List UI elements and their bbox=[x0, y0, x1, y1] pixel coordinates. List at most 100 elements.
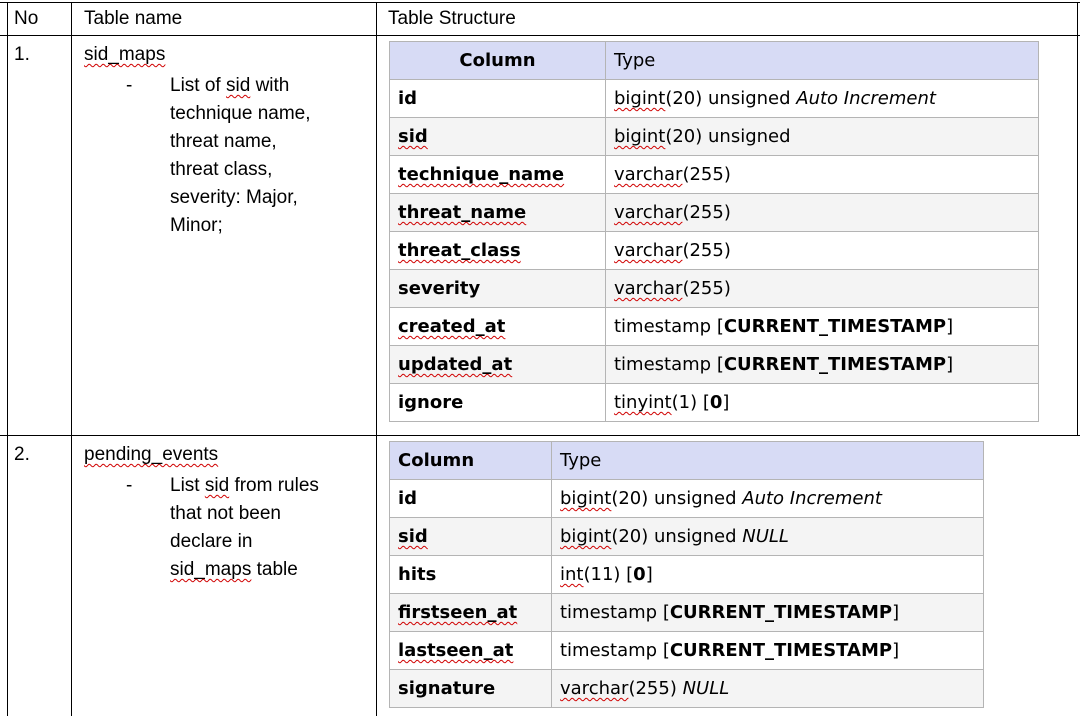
type-suffix: ] bbox=[892, 640, 900, 661]
column-type: tinyint(1) [0] bbox=[605, 383, 1039, 422]
type-suffix: ] bbox=[722, 392, 730, 413]
type-base: bigint bbox=[614, 126, 666, 147]
column-name-text: updated_at bbox=[398, 354, 513, 375]
column-type: varchar(255) bbox=[605, 155, 1039, 194]
column-name: technique_name bbox=[389, 155, 606, 194]
column-type: varchar(255) bbox=[605, 193, 1039, 232]
type-base: timestamp [ bbox=[614, 316, 724, 337]
column-type: timestamp [CURRENT_TIMESTAMP] bbox=[605, 307, 1039, 346]
type-base: timestamp [ bbox=[560, 640, 670, 661]
type-base: tinyint bbox=[614, 392, 672, 413]
table-border-row1-bottom bbox=[0, 435, 1080, 436]
column-name-text: created_at bbox=[398, 316, 506, 337]
row-2-table-name: pending_events bbox=[84, 444, 219, 465]
column-name: firstseen_at bbox=[389, 593, 552, 632]
description-line: threat name, bbox=[170, 131, 277, 152]
schema-row: threat_class varchar(255) bbox=[389, 231, 1039, 270]
type-extra: CURRENT_TIMESTAMP bbox=[723, 316, 947, 337]
type-extra: Auto Increment bbox=[796, 88, 936, 109]
column-name-text: technique_name bbox=[398, 164, 565, 185]
type-base: timestamp [ bbox=[560, 602, 670, 623]
column-type: bigint(20) unsigned bbox=[605, 117, 1039, 156]
column-name: lastseen_at bbox=[389, 631, 552, 670]
type-rest: (20) unsigned bbox=[611, 488, 737, 509]
column-type: varchar(255) bbox=[605, 231, 1039, 270]
column-type: timestamp [CURRENT_TIMESTAMP] bbox=[605, 345, 1039, 384]
spellcheck-word: sid bbox=[226, 75, 251, 96]
column-name-text: id bbox=[398, 88, 418, 109]
description-line: severity: Major, bbox=[170, 187, 298, 208]
type-base: bigint bbox=[560, 526, 612, 547]
column-name-text: threat_class bbox=[398, 240, 521, 261]
row-2-no: 2. bbox=[14, 444, 30, 465]
row-1-description: - List of sid with technique name, threat … bbox=[126, 72, 371, 272]
header-table-name: Table name bbox=[84, 8, 183, 29]
type-extra: Auto Increment bbox=[742, 488, 882, 509]
column-name: ignore bbox=[389, 383, 606, 422]
schema-row: ignore tinyint(1) [0] bbox=[389, 383, 1039, 422]
type-base: varchar bbox=[614, 240, 683, 261]
row-1-no: 1. bbox=[14, 44, 30, 65]
column-type: bigint(20) unsigned NULL bbox=[551, 517, 984, 556]
column-name: severity bbox=[389, 269, 606, 308]
type-rest: (20) unsigned bbox=[665, 88, 791, 109]
schema-row: hits int(11) [0] bbox=[389, 555, 984, 594]
type-rest: (20) unsigned bbox=[665, 126, 791, 147]
column-name: id bbox=[389, 79, 606, 118]
column-name: id bbox=[389, 479, 552, 518]
description-line: technique name, bbox=[170, 103, 311, 124]
description-line: List of sid with bbox=[170, 75, 290, 96]
spellcheck-word: sid bbox=[204, 475, 230, 496]
column-type: varchar(255) bbox=[605, 269, 1039, 308]
type-rest: (1) [ bbox=[671, 392, 710, 413]
column-name: updated_at bbox=[389, 345, 606, 384]
type-rest: (255) bbox=[682, 202, 731, 223]
column-name-text: severity bbox=[398, 278, 481, 299]
schema-row: id bigint(20) unsigned Auto Increment bbox=[389, 79, 1039, 118]
type-extra: CURRENT_TIMESTAMP bbox=[669, 602, 893, 623]
type-base: bigint bbox=[614, 88, 666, 109]
column-name: signature bbox=[389, 669, 552, 708]
type-header: Type bbox=[605, 41, 1039, 80]
column-name-text: signature bbox=[398, 678, 496, 699]
type-suffix: ] bbox=[946, 354, 954, 375]
schema-row: created_at timestamp [CURRENT_TIMESTAMP] bbox=[389, 307, 1039, 346]
column-type: timestamp [CURRENT_TIMESTAMP] bbox=[551, 593, 984, 632]
type-extra: 0 bbox=[709, 392, 723, 413]
table-border-right bbox=[1077, 2, 1078, 436]
column-header: Column bbox=[389, 41, 606, 80]
row-1-description-text: List of sid with technique name, threat na… bbox=[170, 72, 311, 240]
column-type: int(11) [0] bbox=[551, 555, 984, 594]
type-base: varchar bbox=[560, 678, 629, 699]
column-name-text: id bbox=[398, 488, 418, 509]
column-name-text: hits bbox=[398, 564, 437, 585]
type-base: bigint bbox=[560, 488, 612, 509]
type-base: timestamp [ bbox=[614, 354, 724, 375]
column-name: sid bbox=[389, 117, 606, 156]
column-type: timestamp [CURRENT_TIMESTAMP] bbox=[551, 631, 984, 670]
column-name: sid bbox=[389, 517, 552, 556]
table-border-header-bottom bbox=[0, 35, 1080, 36]
type-base: varchar bbox=[614, 278, 683, 299]
type-extra: NULL bbox=[742, 526, 789, 547]
column-header: Column bbox=[389, 441, 552, 480]
column-name-text: ignore bbox=[398, 392, 464, 413]
column-name: hits bbox=[389, 555, 552, 594]
type-base: int bbox=[560, 564, 584, 585]
description-line: threat class, bbox=[170, 159, 273, 180]
row-1-dash: - bbox=[126, 75, 133, 96]
column-name-text: sid bbox=[398, 526, 428, 547]
type-extra: 0 bbox=[633, 564, 646, 585]
type-base: varchar bbox=[614, 164, 683, 185]
type-extra: CURRENT_TIMESTAMP bbox=[669, 640, 893, 661]
type-suffix: ] bbox=[946, 316, 954, 337]
column-name: created_at bbox=[389, 307, 606, 346]
